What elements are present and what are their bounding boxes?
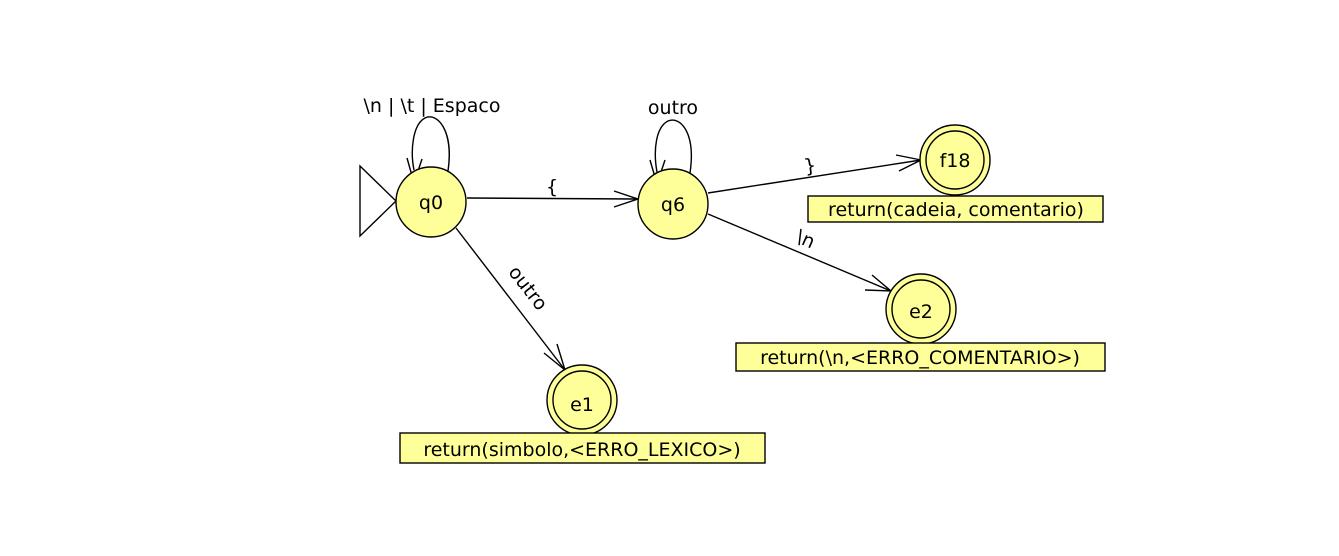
state-e2: e2 <box>885 273 957 345</box>
edge-label-q0-e1: outro <box>504 262 552 315</box>
edge-label-q6-loop: outro <box>648 97 698 119</box>
edge-label-q0-loop: \n | \t | Espaco <box>364 95 501 117</box>
output-box-e1: return(simbolo,<ERRO_LEXICO>) <box>399 432 766 464</box>
state-label-e1: e1 <box>570 394 594 416</box>
output-box-f18: return(cadeia, comentario) <box>807 195 1104 223</box>
output-box-e2: return(\n,<ERRO_COMENTARIO>) <box>735 342 1106 372</box>
output-text-f18: return(cadeia, comentario) <box>828 199 1084 221</box>
state-f18: f18 <box>919 124 991 196</box>
initial-state-marker <box>359 164 398 238</box>
output-text-e1: return(simbolo,<ERRO_LEXICO>) <box>423 439 740 461</box>
state-q6: q6 <box>637 168 709 240</box>
output-text-e2: return(\n,<ERRO_COMENTARIO>) <box>760 347 1080 369</box>
edge-q6-e2 <box>707 213 894 292</box>
state-e1: e1 <box>546 364 618 436</box>
state-label-f18: f18 <box>940 150 971 172</box>
edge-label-q0-q6: { <box>546 176 558 198</box>
state-label-e2: e2 <box>909 301 933 323</box>
edge-label-q6-e2: \n <box>793 226 819 254</box>
state-label-q0: q0 <box>419 192 443 214</box>
state-q0: q0 <box>395 166 467 238</box>
edge-label-q6-f18: } <box>802 154 817 178</box>
state-label-q6: q6 <box>661 194 685 216</box>
